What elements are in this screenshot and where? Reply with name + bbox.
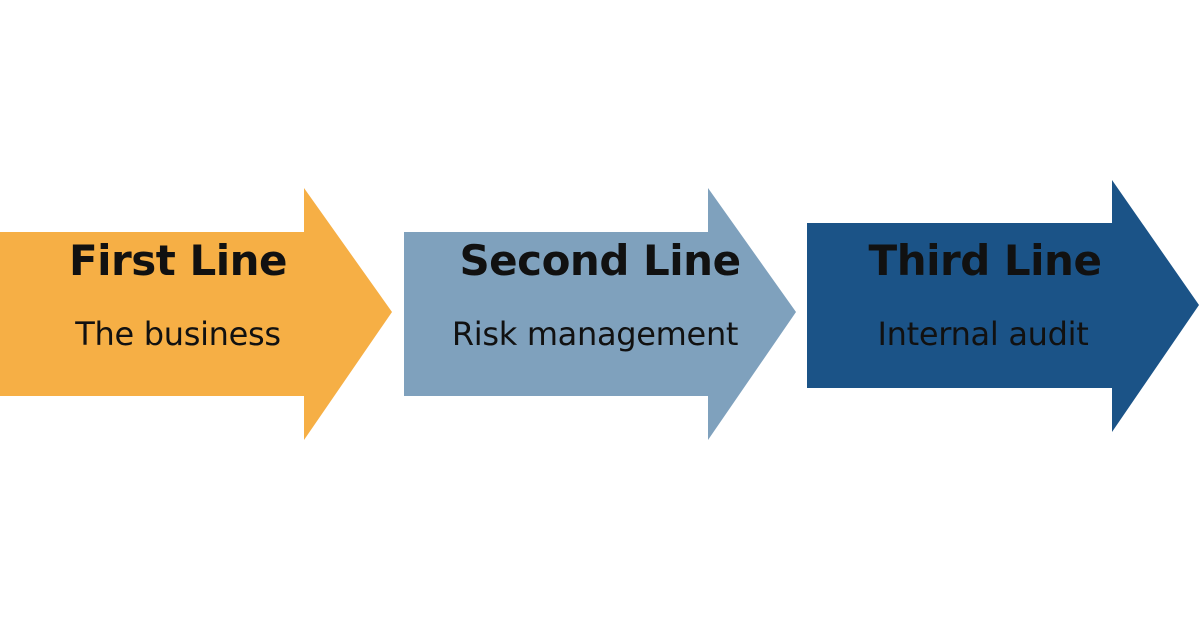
second-line-title: Second Line [459, 236, 741, 285]
third-line-arrow [807, 180, 1199, 432]
first-line-subtitle: The business [75, 315, 281, 353]
second-line-arrow [404, 188, 796, 440]
first-line-arrow [0, 188, 392, 440]
second-line-subtitle: Risk management [451, 315, 739, 353]
first-line-title: First Line [68, 236, 288, 285]
third-line-subtitle: Internal audit [877, 315, 1089, 353]
third-line-title: Third Line [868, 236, 1102, 285]
